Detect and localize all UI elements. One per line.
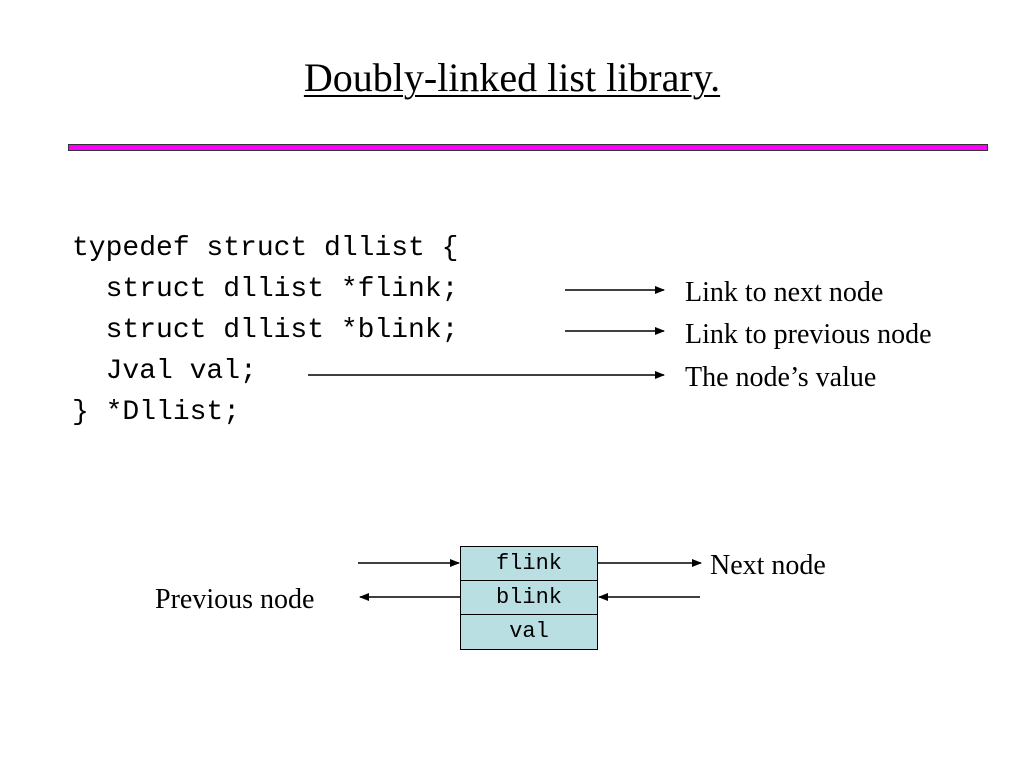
struct-definition-code: typedef struct dllist { struct dllist *f… bbox=[72, 228, 458, 433]
slide-title: Doubly-linked list library. bbox=[303, 55, 721, 100]
code-line-val: Jval val; bbox=[72, 356, 257, 387]
dllist-node-box: flink blink val bbox=[460, 546, 598, 650]
annotation-flink: Link to next node bbox=[685, 277, 884, 308]
code-line-typedef: typedef struct dllist { bbox=[72, 233, 459, 264]
previous-node-label: Previous node bbox=[155, 584, 315, 615]
code-line-flink: struct dllist *flink; bbox=[72, 274, 459, 305]
annotation-blink: Link to previous node bbox=[685, 319, 932, 350]
next-node-label: Next node bbox=[710, 550, 826, 581]
node-cell-blink: blink bbox=[461, 581, 597, 615]
code-line-blink: struct dllist *blink; bbox=[72, 315, 459, 346]
node-cell-val: val bbox=[461, 615, 597, 649]
node-cell-flink: flink bbox=[461, 547, 597, 581]
code-line-closing: } *Dllist; bbox=[72, 397, 241, 428]
annotation-val: The node’s value bbox=[685, 362, 877, 393]
title-divider-bar bbox=[68, 144, 988, 151]
